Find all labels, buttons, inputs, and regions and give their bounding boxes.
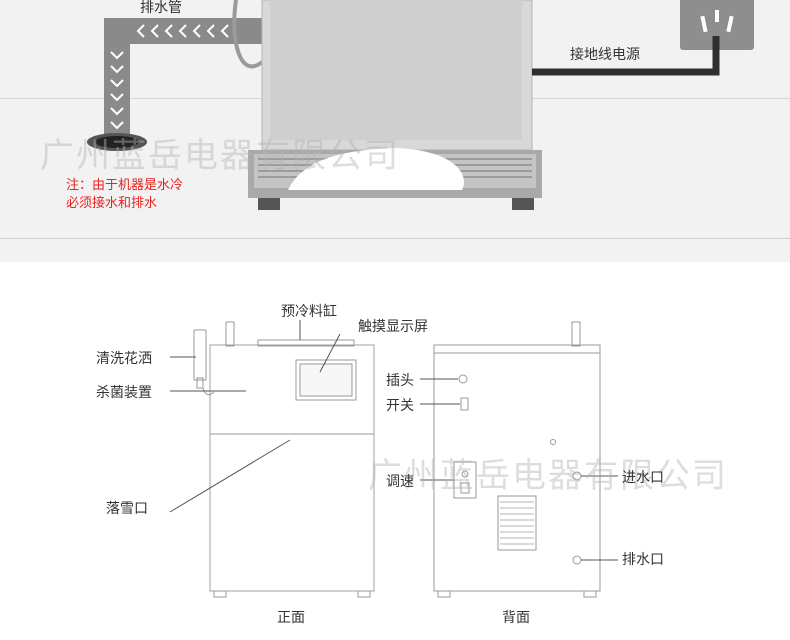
back-watermark: 广州蓝岳电器有限公司 bbox=[368, 456, 728, 496]
speed-label: 调速 bbox=[386, 474, 414, 490]
snow-outlet-label: 落雪口 bbox=[106, 501, 148, 517]
touchscreen-label: 触摸显示屏 bbox=[358, 319, 428, 335]
front-view-drawing bbox=[193, 321, 375, 598]
front-caption: 正面 bbox=[277, 610, 305, 626]
sterilizer-label: 杀菌装置 bbox=[96, 385, 152, 401]
drain-pipe-label: 排水管 bbox=[140, 0, 182, 16]
leader-lines bbox=[169, 320, 618, 561]
water-hose bbox=[232, 0, 264, 69]
top-watermark: 广州蓝岳电器有限公司 bbox=[40, 136, 400, 176]
shower-label: 清洗花洒 bbox=[96, 351, 152, 367]
note-line-2: 必须接水和排水 bbox=[66, 196, 158, 211]
water-inlet-label: 进水口 bbox=[622, 470, 664, 486]
panel-bottom-line bbox=[0, 238, 790, 239]
plug-label: 插头 bbox=[386, 373, 414, 389]
machine-photo bbox=[248, 0, 542, 210]
drain-outlet-label: 排水口 bbox=[622, 552, 664, 568]
ground-power-label: 接地线电源 bbox=[570, 47, 640, 63]
hopper-label: 预冷料缸 bbox=[281, 304, 337, 320]
ground-power-cable bbox=[532, 36, 720, 76]
back-caption: 背面 bbox=[502, 610, 530, 626]
drain-pipe bbox=[87, 18, 264, 151]
back-view-drawing bbox=[433, 321, 601, 598]
switch-label: 开关 bbox=[386, 398, 414, 414]
note-line-1: 注：由于机器是水冷 bbox=[66, 178, 184, 193]
